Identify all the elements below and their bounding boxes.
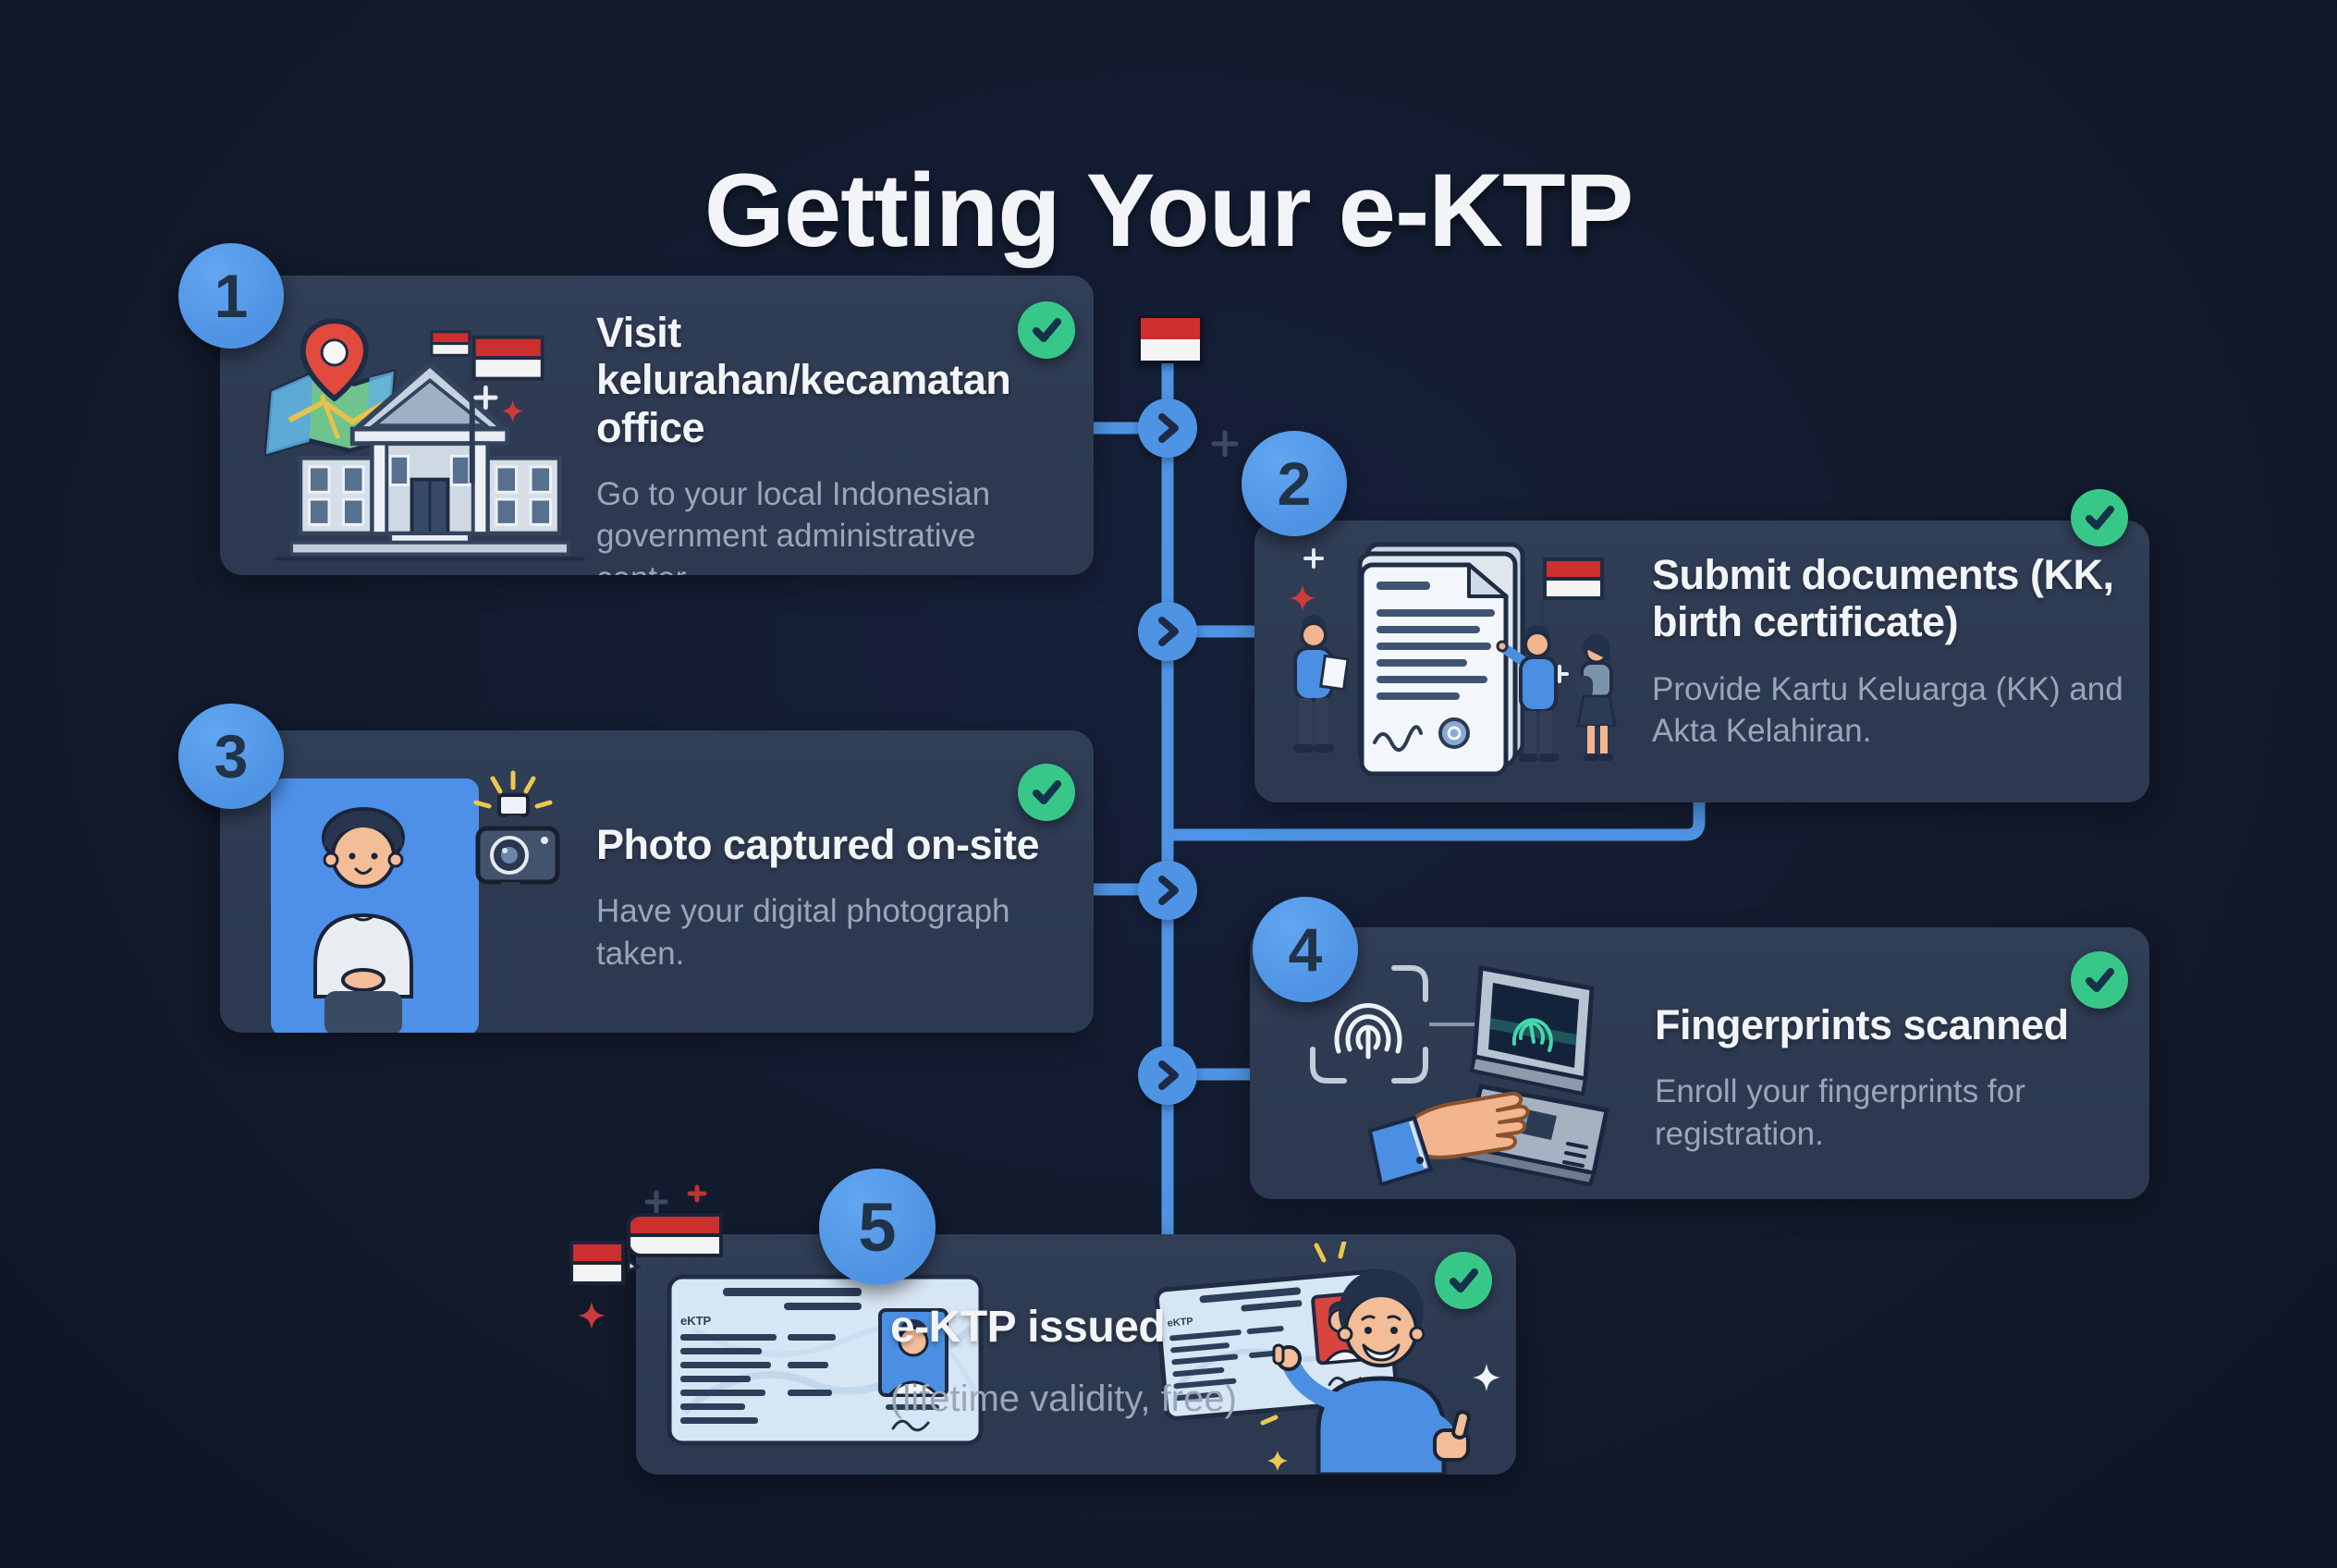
hand-illustration	[1400, 1091, 1530, 1159]
id-card-label: eKTP	[1167, 1316, 1193, 1329]
page-title: Getting Your e-KTP	[704, 153, 1634, 269]
ektp-id-card-illustration: eKTP	[667, 1274, 984, 1446]
plus-sparkle-icon	[1303, 548, 1324, 569]
chevron-right-icon	[1138, 398, 1197, 458]
background-plus-decor	[644, 430, 1239, 1214]
check-icon	[1018, 764, 1075, 821]
step-card-photo-captured: Photo captured on-site Have your digital…	[220, 730, 1094, 1033]
red-plus-icon	[687, 1184, 707, 1203]
step-card-submit-documents: Submit documents (KK, birth certificate)…	[1254, 521, 2149, 802]
chevron-right-icon	[1138, 1046, 1197, 1105]
connector-card2-elbow	[1161, 794, 1706, 841]
step-number-badge: 5	[819, 1169, 936, 1285]
yellow-sparkle-icon	[1260, 1415, 1288, 1471]
photo-session-illustration	[271, 770, 560, 1033]
red-sparkle-icon	[1290, 585, 1315, 611]
red-sparkle-icon	[501, 399, 524, 423]
indonesian-flag-icon	[569, 1241, 625, 1285]
step-description: (lifetime validity, free)	[890, 1378, 1237, 1419]
step-description: Provide Kartu Keluarga (KK) and Akta Kel…	[1652, 670, 2123, 750]
step-card-ektp-issued: eKTP	[636, 1234, 1516, 1475]
excitement-sparkle-icon	[1314, 1242, 1347, 1263]
screen-fingerprint-icon	[1511, 1018, 1553, 1052]
chevron-right-icon	[1138, 861, 1197, 920]
step-title: Submit documents (KK, birth certificate)	[1652, 551, 2114, 646]
fingerprint-scanner-illustration	[1308, 965, 1609, 1186]
step-number-badge: 4	[1253, 897, 1358, 1002]
id-card-label: eKTP	[680, 1314, 712, 1328]
indonesian-flag-icon	[627, 1213, 723, 1273]
documents-submission-illustration	[1290, 542, 1617, 777]
fingerprint-icon	[1334, 1003, 1402, 1060]
step-number-badge: 2	[1242, 431, 1347, 536]
step-title: Photo captured on-site	[596, 821, 1040, 868]
indonesian-flag-icon	[1138, 315, 1203, 363]
person-with-ektp-illustration: eKTP	[1154, 1242, 1500, 1475]
check-icon	[2071, 489, 2128, 546]
check-icon	[2071, 951, 2128, 1009]
step-number-badge: 1	[178, 243, 284, 349]
plus-sparkle-icon	[473, 385, 498, 410]
step-title: e-KTP issued	[890, 1303, 1166, 1352]
step-description: Have your digital photograph taken.	[596, 893, 1010, 972]
check-icon	[1018, 301, 1075, 359]
white-star-icon	[1473, 1364, 1500, 1391]
step-description: Go to your local Indonesian government a…	[596, 475, 991, 575]
flash-sparkle-icon	[473, 770, 553, 809]
red-sparkle-icon	[578, 1302, 606, 1329]
chevron-right-icon	[1138, 602, 1197, 661]
government-building-illustration	[263, 318, 585, 561]
step-title: Visit kelurahan/kecamatan office	[596, 309, 1011, 451]
check-icon	[1435, 1252, 1492, 1309]
step-description: Enroll your fingerprints for registratio…	[1655, 1073, 2025, 1152]
step-card-fingerprints-scanned: Fingerprints scanned Enroll your fingerp…	[1250, 927, 2149, 1199]
step-card-visit-office: Visit kelurahan/kecamatan office Go to y…	[220, 276, 1094, 575]
step-title: Fingerprints scanned	[1655, 1001, 2069, 1048]
indonesian-flags-decoration	[569, 1184, 723, 1329]
step-number-badge: 3	[178, 704, 284, 809]
